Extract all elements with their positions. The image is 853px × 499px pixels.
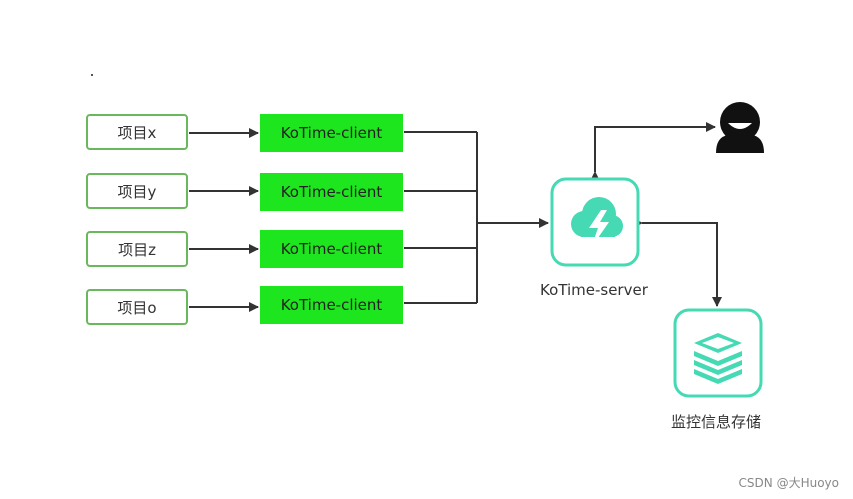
server-label: KoTime-server	[540, 281, 648, 299]
storage-label: 监控信息存储	[671, 413, 762, 431]
project-label: 项目o	[117, 298, 157, 317]
project-box-o: 项目o	[86, 289, 188, 325]
client-box-1: KoTime-client	[260, 114, 403, 152]
client-box-2: KoTime-client	[260, 173, 403, 211]
project-label: 项目x	[117, 123, 157, 142]
project-label: 项目z	[118, 240, 156, 259]
project-box-y: 项目y	[86, 173, 188, 209]
client-box-3: KoTime-client	[260, 230, 403, 268]
arrow-server-storage	[633, 218, 722, 307]
stray-dot	[91, 74, 93, 76]
cloud-bolt-icon	[550, 177, 640, 267]
client-label: KoTime-client	[280, 296, 383, 314]
user-avatar-icon	[716, 102, 764, 153]
project-label: 项目y	[117, 182, 157, 201]
database-stack-icon	[673, 308, 763, 398]
project-box-x: 项目x	[86, 114, 188, 150]
client-box-4: KoTime-client	[260, 286, 403, 324]
arrow-server-user	[590, 122, 716, 181]
client-label: KoTime-client	[280, 124, 383, 142]
client-label: KoTime-client	[280, 183, 383, 201]
watermark: CSDN @大Huoyo	[738, 476, 839, 490]
project-box-z: 项目z	[86, 231, 188, 267]
client-label: KoTime-client	[280, 240, 383, 258]
